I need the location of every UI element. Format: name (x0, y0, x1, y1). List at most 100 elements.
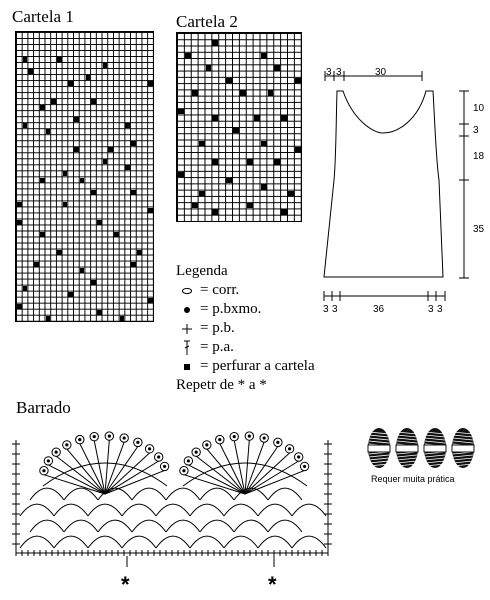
garment-schematic: 3 3 30 10 3 18 35 3 3 36 3 3 (323, 67, 485, 315)
double-crochet-mark (244, 460, 299, 495)
yarn-strand (424, 454, 446, 458)
skein-label-band (451, 444, 475, 453)
punched-cell (212, 40, 219, 46)
side-dim-2: 3 (473, 125, 479, 136)
chain-arch (189, 503, 225, 517)
yarn-strand (368, 463, 390, 467)
double-crochet-mark (48, 464, 106, 495)
slip-stitch-mark (157, 455, 161, 459)
chain-arch (155, 503, 191, 517)
chain-arch (131, 487, 167, 501)
chain-arch (63, 519, 99, 533)
punched-cell (17, 201, 22, 207)
yarn-strand (396, 454, 418, 458)
bottom-dim-3: 3 (428, 304, 434, 315)
skein-label-band (367, 444, 391, 453)
double-crochet-mark (244, 469, 305, 495)
picot-mark (259, 433, 269, 443)
punched-cell (114, 231, 119, 237)
punched-cell (148, 81, 153, 87)
picot-mark (244, 431, 255, 441)
yarn-strand (452, 431, 474, 435)
double-crochet-mark (244, 452, 290, 495)
picot-mark (43, 456, 54, 466)
top-dim-width: 30 (375, 67, 387, 78)
cartela-1-title: Cartela 1 (12, 7, 74, 26)
yarn-strand (452, 460, 474, 464)
legend-title: Legenda (176, 263, 228, 279)
bottom-dim-1: 3 (323, 304, 329, 315)
yarn-strand (368, 431, 390, 435)
yarn-strand (368, 460, 390, 464)
yarn-strand (452, 457, 474, 461)
picot-mark (62, 440, 72, 450)
chain-arch (121, 535, 157, 549)
yarn-strand (424, 440, 446, 444)
picot-mark (191, 447, 201, 457)
chain-arch (233, 519, 269, 533)
chain-arch (189, 535, 225, 549)
top-dim-mid: 3 (336, 67, 342, 78)
punched-cell (17, 219, 22, 225)
double-crochet-mark (206, 448, 246, 495)
punched-cell (125, 165, 131, 171)
yarn-strand (396, 434, 418, 438)
difficulty-label: Requer muita prática (371, 474, 455, 484)
punched-cell (34, 261, 39, 267)
punched-cell (148, 297, 153, 303)
double-crochet-mark (93, 440, 106, 495)
bottom-dim-4: 3 (437, 304, 443, 315)
slip-stitch-mark (122, 436, 126, 440)
double-crochet-mark (244, 446, 279, 495)
picot-mark (89, 431, 99, 442)
legend-item-chain: = corr. (176, 281, 315, 300)
picot-mark (153, 452, 164, 462)
punched-cell (198, 140, 205, 146)
chain-arch (199, 519, 235, 533)
punched-cell (102, 63, 108, 69)
punched-cell (62, 201, 68, 207)
picot-mark (183, 456, 194, 466)
slip-stitch-mark (218, 438, 222, 442)
slip-stitch-mark (46, 459, 50, 463)
chain-arch (87, 503, 123, 517)
punched-cell (205, 65, 212, 71)
punched-cell (295, 77, 301, 84)
punched-cell (184, 52, 191, 59)
cartela-1-grid (15, 31, 154, 322)
punched-cell (136, 249, 142, 255)
side-dim-1: 10 (473, 103, 485, 114)
slip-stitch-mark (205, 443, 209, 447)
punched-cell (79, 267, 85, 273)
punched-cell (22, 57, 28, 63)
punched-cell (68, 291, 74, 297)
punched-cell (226, 178, 233, 184)
slip-stitch-mark (42, 469, 46, 473)
yarn-strand (452, 437, 474, 441)
filled-square-symbol-icon (176, 362, 198, 372)
chain-arch (223, 535, 259, 549)
yarn-strand (424, 457, 446, 461)
fan-outline (182, 462, 308, 487)
punched-cell (178, 171, 184, 178)
yarn-strand (452, 463, 474, 467)
slip-stitch-mark (247, 434, 251, 438)
punched-cell (131, 261, 136, 267)
yarn-strand (424, 460, 446, 464)
slip-stitch-mark (302, 464, 307, 469)
picot-mark (133, 437, 143, 448)
slip-stitch-mark (78, 438, 82, 442)
chain-arch (53, 503, 89, 517)
chain-arch (53, 535, 89, 549)
picot-mark (119, 433, 129, 443)
punched-cell (91, 99, 96, 105)
punched-cell (274, 159, 281, 165)
picot-mark (39, 466, 49, 476)
double-crochet-mark (104, 440, 110, 495)
double-crochet-mark (183, 474, 246, 495)
punched-cell (260, 52, 267, 59)
chain-arch (29, 487, 65, 501)
bottom-dim-2: 3 (332, 304, 338, 315)
legend: Legenda = corr. = p.bxmo. = p.b. = p.a. … (176, 262, 315, 395)
picot-mark (273, 437, 283, 448)
